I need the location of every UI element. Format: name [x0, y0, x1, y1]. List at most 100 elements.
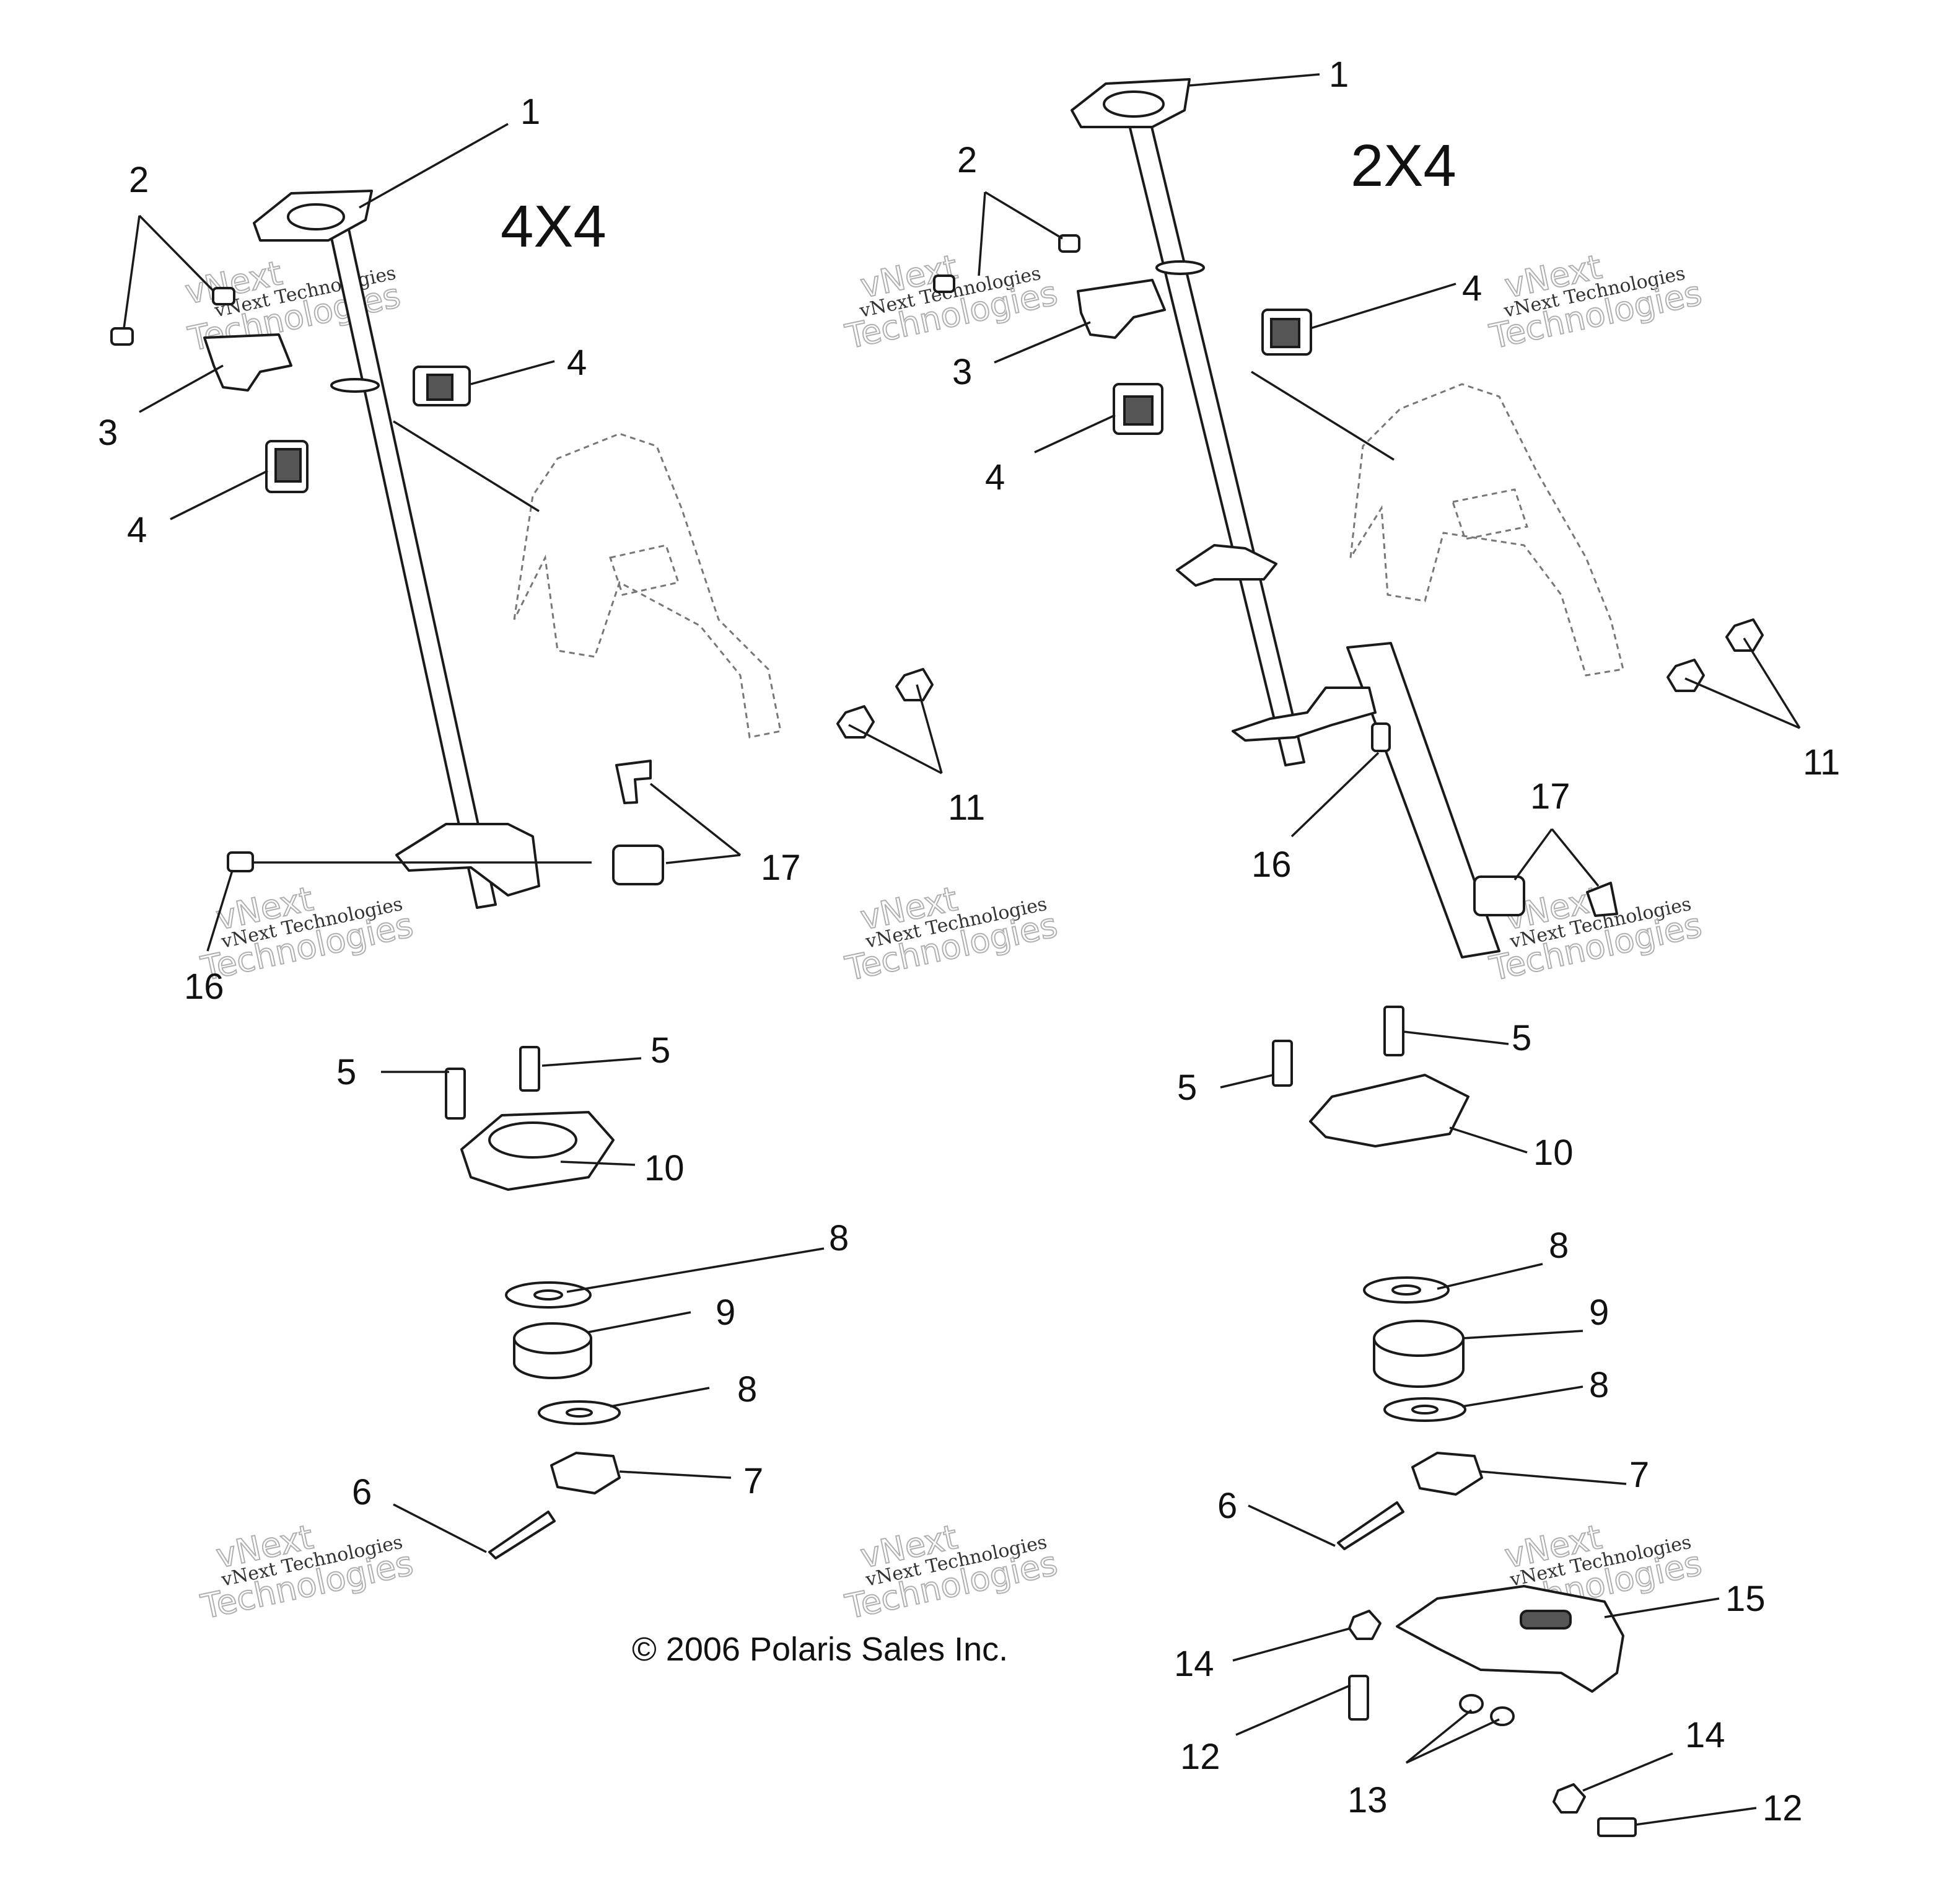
steering-post-4x4	[328, 228, 497, 909]
callout-14b-2x4: 14	[1685, 1715, 1725, 1755]
bushing-4b-grip	[274, 448, 302, 483]
callout-8b-2x4: 8	[1589, 1365, 1609, 1405]
callout-10-2x4: 10	[1533, 1133, 1574, 1173]
callout-8a-2x4: 8	[1549, 1226, 1569, 1266]
cotter-pin-6-2x4	[1337, 1501, 1404, 1550]
nut-11a-2x4	[1667, 659, 1705, 692]
bolt-2a-2x4	[1058, 234, 1080, 253]
frame-window-4x4	[609, 544, 680, 596]
nut-7-2x4	[1411, 1452, 1483, 1496]
washer-8a-hole-2x4	[1391, 1284, 1421, 1296]
reference-panel-2x4	[1346, 642, 1500, 959]
plate-15-slot	[1520, 1610, 1572, 1630]
spacer-9-top	[513, 1322, 592, 1354]
callout-4b-4x4: 4	[127, 510, 147, 550]
callout-3-4x4: 3	[98, 413, 118, 453]
callout-3-2x4: 3	[952, 352, 972, 392]
callout-17-4x4: 17	[761, 848, 801, 888]
assembly-2x4: 2X4 1 2 3 4 4 11 17 16 5 5 10 8 9 8 7 6 …	[933, 55, 1840, 1837]
callout-17-2x4: 17	[1530, 776, 1570, 817]
callout-7-2x4: 7	[1629, 1455, 1649, 1495]
plate-15-2x4	[1396, 1585, 1624, 1693]
washer-8a-hole	[533, 1289, 563, 1301]
cotter-pin-6-4x4	[488, 1511, 556, 1560]
callout-15-2x4: 15	[1725, 1579, 1766, 1619]
callout-1-2x4: 1	[1329, 55, 1349, 95]
clamp-3-2x4	[1077, 279, 1166, 339]
bushing-4a-grip	[426, 374, 453, 401]
callout-2-2x4: 2	[957, 140, 977, 180]
collar-ring-4x4	[330, 378, 380, 393]
callout-4a-4x4: 4	[567, 343, 587, 383]
callout-4a-2x4: 4	[1462, 268, 1482, 309]
nut-7-4x4	[550, 1452, 621, 1494]
callout-9-2x4: 9	[1589, 1292, 1609, 1333]
callout-8a-4x4: 8	[829, 1218, 849, 1258]
variant-label-4x4: 4X4	[501, 193, 607, 260]
copyright-text: © 2006 Polaris Sales Inc.	[632, 1631, 1008, 1668]
callout-7-4x4: 7	[743, 1461, 763, 1501]
callout-4b-2x4: 4	[985, 457, 1005, 498]
ignition-17-4x4	[612, 845, 664, 885]
lower-bracket-4x4	[395, 823, 540, 897]
bushing-4a-grip-2x4	[1270, 318, 1300, 348]
callout-13-2x4: 13	[1347, 1780, 1388, 1820]
ignition-17-2x4	[1473, 875, 1525, 916]
pin-16-4x4	[227, 851, 254, 872]
callout-14a-2x4: 14	[1174, 1644, 1214, 1684]
callout-2-4x4: 2	[129, 160, 149, 200]
callout-1-4x4: 1	[520, 92, 540, 132]
steering-plate-hole-2x4	[1103, 90, 1165, 118]
nut-11b-4x4	[895, 668, 934, 701]
nut-13a-2x4	[1459, 1694, 1484, 1714]
nut-14b-2x4	[1553, 1783, 1586, 1814]
callout-11-4x4: 11	[948, 787, 985, 828]
frame-outline-2x4	[1349, 383, 1624, 677]
steering-plate-hole-4x4	[287, 203, 345, 230]
bolt-5b-2x4	[1272, 1040, 1293, 1087]
mid-bracket-2x4	[1176, 544, 1277, 587]
bolt-5b-4x4	[519, 1046, 540, 1092]
collar-ring-2x4	[1155, 260, 1205, 275]
callout-16-2x4: 16	[1251, 845, 1292, 885]
leader-lines-2x4	[978, 73, 1801, 1826]
key-17-4x4	[615, 760, 652, 804]
callout-16-4x4: 16	[184, 967, 224, 1007]
bolt-12b-2x4	[1597, 1817, 1637, 1837]
callout-6-2x4: 6	[1217, 1486, 1237, 1526]
assembly-4x4: 4X4 1 2 3 4 4 11 17 16 5 5 10 8 9 8 7 6	[98, 92, 985, 1560]
bolt-5a-2x4	[1383, 1006, 1404, 1056]
callout-5a-4x4: 5	[650, 1030, 670, 1071]
callout-5b-4x4: 5	[336, 1052, 356, 1092]
callout-12a-2x4: 12	[1180, 1737, 1220, 1777]
washer-8b-hole-2x4	[1411, 1405, 1439, 1415]
callout-8b-4x4: 8	[737, 1369, 757, 1410]
callout-6-4x4: 6	[352, 1472, 372, 1512]
housing-10-bore	[488, 1121, 577, 1159]
nut-11a-4x4	[836, 705, 875, 739]
bolt-2b-2x4	[933, 274, 955, 293]
callout-5a-2x4: 5	[1512, 1018, 1531, 1058]
nut-11b-2x4	[1725, 618, 1764, 652]
bolt-12a-2x4	[1348, 1675, 1369, 1721]
variant-label-2x4: 2X4	[1351, 133, 1456, 199]
watermark-group: vNext vNext Technologies Technologies vN…	[181, 247, 1706, 1627]
callout-9-4x4: 9	[716, 1292, 735, 1333]
callout-5b-2x4: 5	[1177, 1068, 1197, 1108]
spacer-9-top-2x4	[1373, 1320, 1465, 1357]
leader-lines-4x4	[123, 123, 943, 1553]
bolt-5a-4x4	[445, 1068, 466, 1120]
steering-post-2x4	[1126, 115, 1305, 766]
clamp-3-4x4	[203, 333, 292, 392]
lower-bracket-2x4	[1232, 687, 1377, 742]
bushing-4b-grip-2x4	[1123, 395, 1154, 426]
washer-8b-hole	[566, 1408, 593, 1418]
bolt-2b-4x4	[212, 287, 235, 305]
frame-window-2x4	[1452, 488, 1528, 540]
callout-11-2x4: 11	[1803, 742, 1840, 783]
cover-10-2x4	[1309, 1074, 1469, 1147]
bolt-2a-4x4	[110, 327, 134, 346]
frame-outline-4x4	[513, 432, 782, 739]
